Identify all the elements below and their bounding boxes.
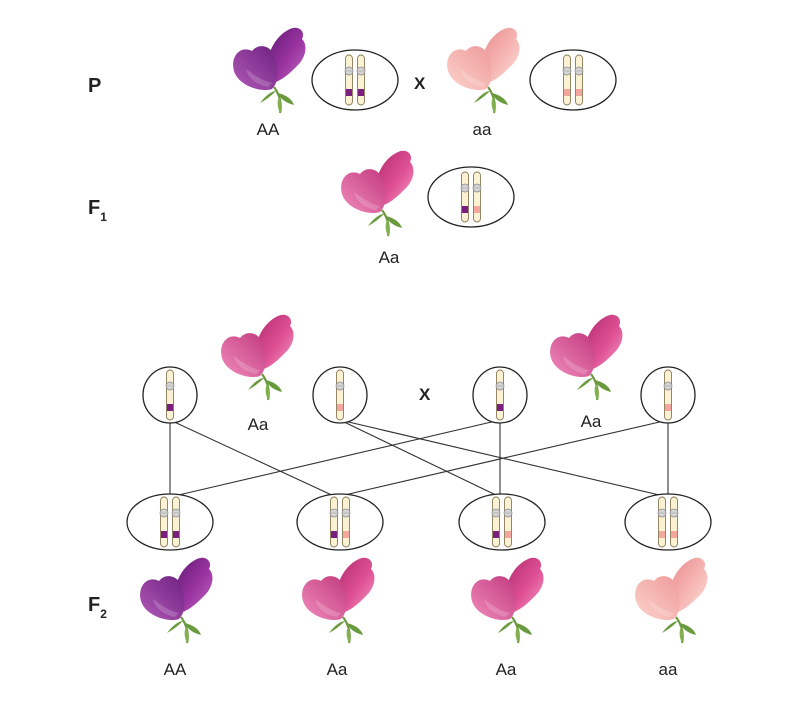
- cell-diploid: [311, 49, 399, 111]
- genotype-label: Aa: [248, 415, 269, 434]
- cell-gamete: [312, 366, 368, 424]
- cell-diploid: [458, 493, 546, 551]
- cross-line: [335, 419, 669, 498]
- genotype-label: Aa: [581, 412, 602, 431]
- cell-diploid: [296, 493, 384, 551]
- genotype-label: AA: [164, 660, 187, 679]
- cell-diploid: [529, 49, 617, 111]
- generation-label-f1: F1: [88, 197, 107, 224]
- genotype-label: Aa: [327, 660, 348, 679]
- flower-magenta-icon: [302, 557, 375, 644]
- cross-line: [339, 419, 501, 498]
- genotype-label: Aa: [496, 660, 517, 679]
- flower-magenta-icon: [471, 557, 544, 644]
- flower-purple-icon: [233, 27, 306, 114]
- cross-line: [169, 419, 337, 498]
- cell-gamete: [640, 366, 696, 424]
- cross-line: [169, 419, 501, 498]
- cross-symbol: X: [419, 385, 431, 404]
- genotype-label: AA: [257, 120, 280, 139]
- flower-magenta-icon: [221, 314, 294, 401]
- genotype-label: aa: [473, 120, 492, 139]
- flower-magenta-icon: [341, 150, 414, 237]
- flower-pink-icon: [635, 557, 708, 644]
- flower-pink-icon: [447, 27, 520, 114]
- cell-diploid: [624, 493, 712, 551]
- generation-label-p: P: [88, 75, 101, 97]
- flower-magenta-icon: [550, 314, 623, 401]
- flower-purple-icon: [140, 557, 213, 644]
- cell-diploid: [126, 493, 214, 551]
- cell-gamete: [142, 366, 198, 424]
- cross-lines: [169, 419, 669, 498]
- genotype-label: aa: [659, 660, 678, 679]
- cell-gamete: [472, 366, 528, 424]
- cross-symbol: X: [414, 74, 426, 93]
- generation-label-f2: F2: [88, 594, 107, 621]
- cell-diploid: [427, 166, 515, 228]
- genotype-label: Aa: [379, 248, 400, 267]
